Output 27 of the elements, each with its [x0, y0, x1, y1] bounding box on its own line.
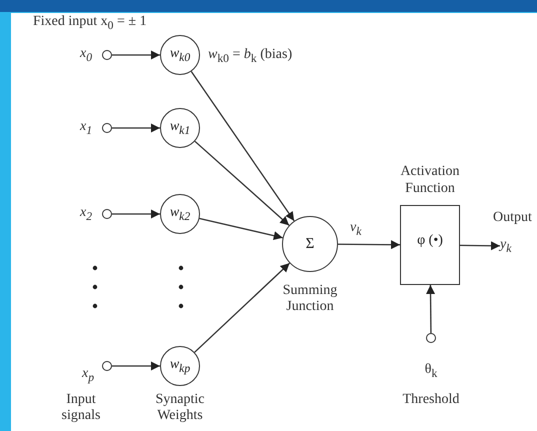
- input-signal-label: x$_{p}$: [82, 366, 96, 386]
- arrow: [199, 218, 283, 240]
- threshold-symbol: θ$_{k}$: [424, 362, 438, 382]
- input-signal-label: x$_{1}$: [80, 119, 94, 139]
- arrow: [112, 50, 160, 60]
- activation-function-heading: Activation Function: [399, 163, 461, 198]
- arrow: [338, 240, 400, 250]
- threshold-caption: Threshold: [402, 392, 460, 408]
- fixed-input-note: Fixed input x$_{0}$ = ± 1: [33, 14, 147, 34]
- arrow: [112, 210, 160, 218]
- activation-function-box: φ (•): [400, 205, 460, 285]
- output-symbol: y$_{k}$: [500, 237, 520, 255]
- arrow: [112, 124, 160, 132]
- input-signal-label: x$_{0}$: [80, 46, 94, 66]
- arrow: [426, 285, 436, 333]
- arrow: [190, 71, 295, 222]
- bias-equation: w$_{k0}$ = b$_{k}$ (bias): [208, 47, 292, 67]
- arrow: [194, 140, 290, 226]
- input-signals-caption: Input signals: [60, 392, 102, 424]
- arrow: [112, 362, 160, 370]
- output-caption: Output: [493, 210, 532, 226]
- input-signal-label: x$_{2}$: [80, 205, 94, 225]
- summing-junction-caption: Summing Junction: [282, 283, 338, 315]
- arrow: [194, 262, 290, 353]
- arrow: [460, 241, 500, 250]
- edge-label: v$_{k}$: [350, 220, 362, 240]
- synaptic-weights-caption: Synaptic Weights: [154, 392, 206, 424]
